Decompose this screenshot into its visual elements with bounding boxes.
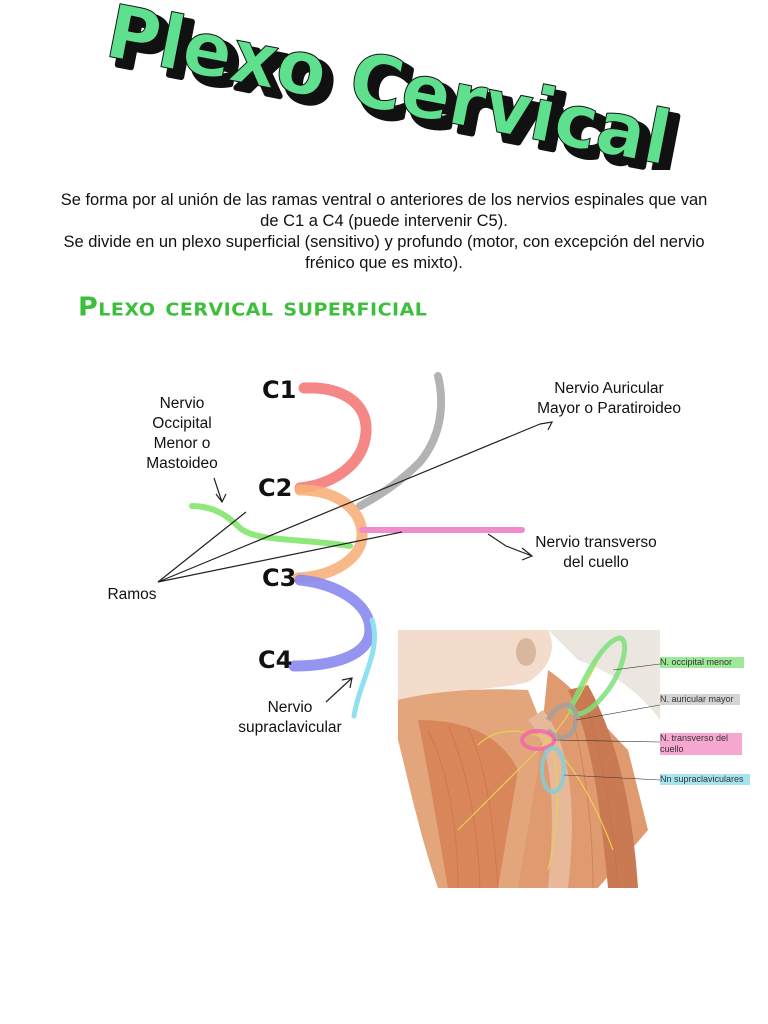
page-title: Plexo Cervical Plexo Cervical (99, 0, 688, 170)
ramos-line-1 (157, 511, 247, 583)
transverse-arrow (487, 533, 534, 561)
c1-c2-loop (294, 382, 372, 494)
c3-c4-loop (288, 574, 376, 672)
auricular-nerve (356, 372, 446, 510)
label-transverso: Nervio transverso del cuello (535, 534, 657, 571)
legend-supraclaviculares: Nn supraclaviculares (660, 774, 750, 785)
supraclavicular-nerve (351, 617, 378, 719)
intro-paragraph-1: Se forma por al unión de las ramas ventr… (60, 191, 708, 230)
label-auricular: Nervio Auricular Mayor o Paratiroideo (537, 380, 681, 417)
intro-paragraph-2: Se divide en un plexo superficial (sensi… (63, 233, 705, 272)
title-text: Plexo Cervical (100, 0, 678, 170)
supraclavicular-arrow (325, 677, 353, 703)
level-c2: C2 (258, 474, 293, 502)
occipital-nerve (189, 503, 353, 549)
label-supraclavicular: Nervio supraclavicular (238, 699, 342, 736)
highlight-supraclaviculares (540, 746, 566, 794)
intro-text: Se forma por al unión de las ramas ventr… (60, 190, 708, 274)
level-c4: C4 (258, 646, 293, 674)
legend-occipital: N. occipital menor (660, 657, 744, 668)
legend-auricular: N. auricular mayor (660, 694, 740, 705)
plexus-diagram (157, 372, 554, 719)
ramos-line-3 (157, 531, 403, 583)
occipital-arrow (213, 477, 227, 504)
legend-transverso: N. transverso del cuello (660, 733, 742, 755)
neck-illustration (398, 630, 660, 888)
section-title: Plexo cervical superficial (78, 292, 428, 323)
ramos-line-2 (157, 423, 541, 583)
highlight-occipital (567, 635, 628, 717)
level-c3: C3 (262, 564, 297, 592)
level-c1: C1 (262, 376, 297, 404)
c2-c3-loop (292, 484, 368, 584)
auricular-pointer (539, 421, 554, 431)
label-ramos: Ramos (107, 586, 157, 603)
label-occipital: Nervio Occipital Menor o Mastoideo (146, 395, 218, 472)
